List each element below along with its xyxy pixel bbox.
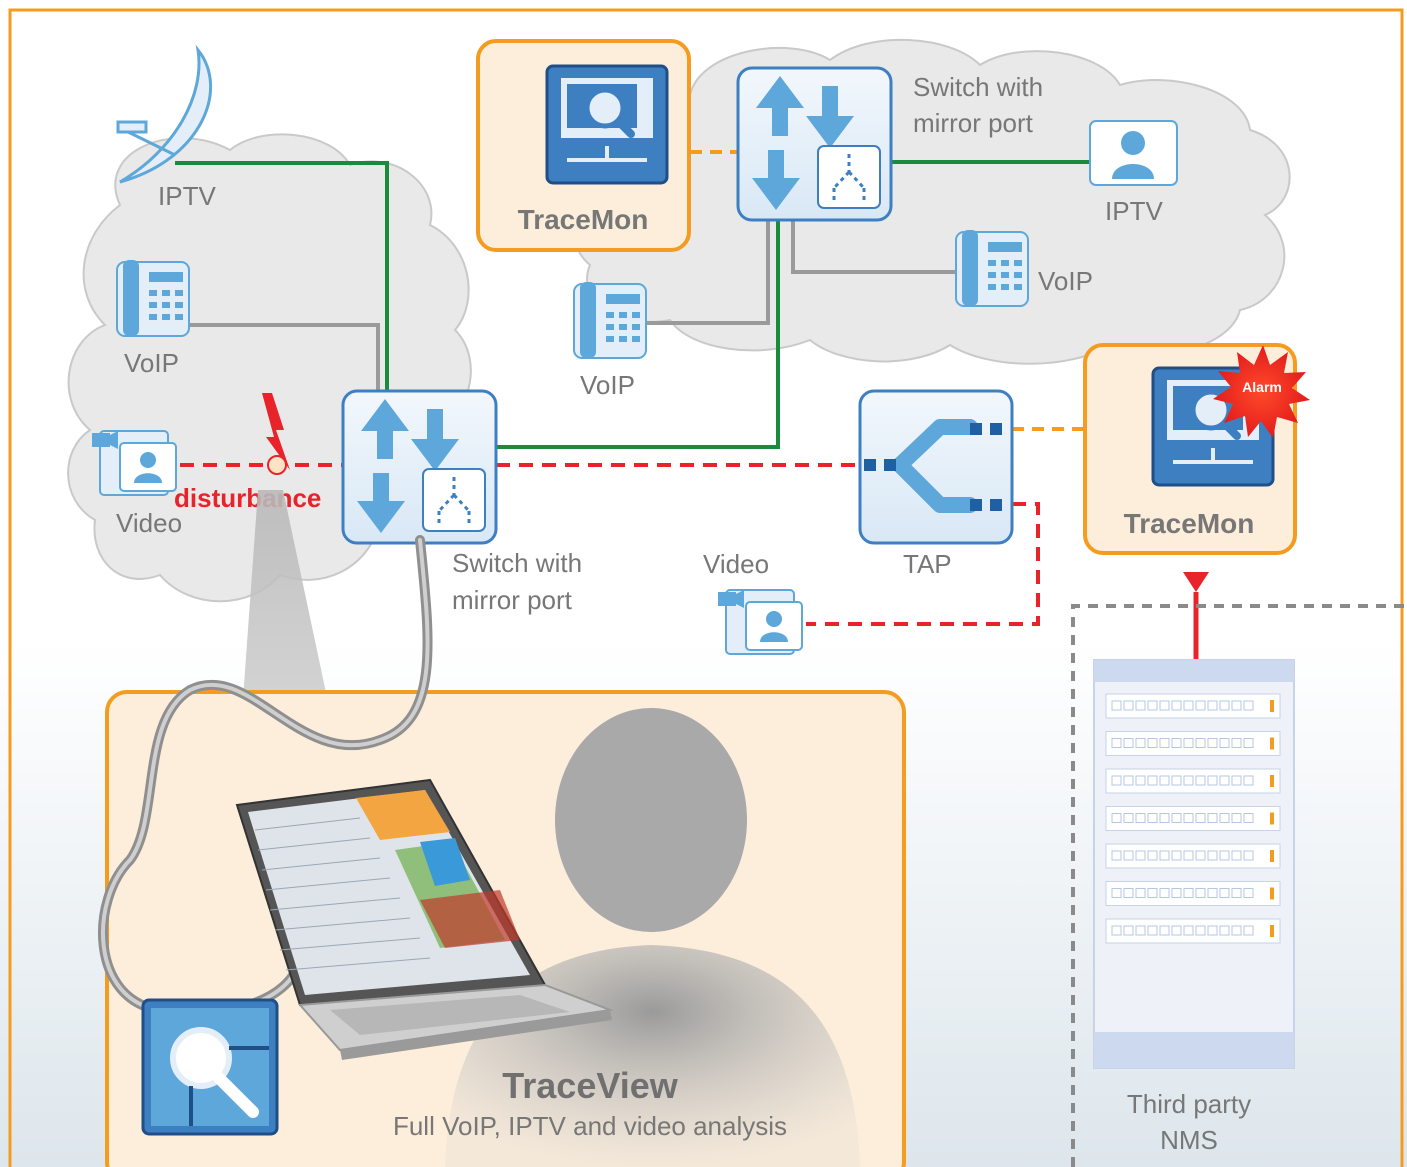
alarm-label: Alarm xyxy=(1242,379,1282,395)
switch-top-label-line2: mirror port xyxy=(913,108,1034,138)
server-rack-icon xyxy=(1093,659,1295,1069)
tap-label: TAP xyxy=(903,549,952,579)
tap-device xyxy=(858,389,1014,545)
desk-phone-icon xyxy=(573,282,647,359)
disturbance-point xyxy=(267,455,287,475)
link-tap-video xyxy=(806,502,1040,626)
switch-top xyxy=(736,66,893,222)
link-voip-mid xyxy=(646,220,770,325)
tracemon-top-box: TraceMon xyxy=(476,39,691,252)
desk-phone-icon xyxy=(955,230,1029,307)
user-icon xyxy=(1089,120,1178,186)
tracemon-right-box: Alarm TraceMon xyxy=(1083,343,1310,555)
switch-main-label-line2: mirror port xyxy=(452,585,573,615)
lightning-icon xyxy=(262,393,290,470)
video-camera-icon xyxy=(92,430,177,496)
link-iptv-left xyxy=(175,161,389,392)
laptop-icon xyxy=(235,778,614,1060)
desk-phone-icon xyxy=(116,260,190,337)
voip-mid-label: VoIP xyxy=(580,370,635,400)
video-camera-icon xyxy=(718,589,803,655)
rack-unit xyxy=(1105,768,1281,794)
nms-label-line2: NMS xyxy=(1160,1125,1218,1155)
switch-main-label-line1: Switch with xyxy=(452,548,582,578)
iptv-right-label: IPTV xyxy=(1105,196,1163,226)
link-voip-right xyxy=(791,220,957,274)
switch-main xyxy=(341,389,498,545)
alarm-burst-icon xyxy=(1213,345,1310,438)
switch-top-label-line1: Switch with xyxy=(913,72,1043,102)
voip-left-label: VoIP xyxy=(124,348,179,378)
switch-arrows-icon xyxy=(752,76,854,210)
traceview-subtitle: Full VoIP, IPTV and video analysis xyxy=(393,1111,787,1141)
tracemon-right-label: TraceMon xyxy=(1124,508,1255,539)
tracemon-top-label: TraceMon xyxy=(518,204,649,235)
nms-boundary xyxy=(1071,604,1407,1167)
voip-right-label: VoIP xyxy=(1038,266,1093,296)
alarm-arrow-icon xyxy=(1183,572,1209,592)
traceview-title: TraceView xyxy=(502,1065,678,1106)
switch-arrows-icon xyxy=(357,399,459,533)
satellite-dish-icon xyxy=(116,44,213,184)
rack-unit xyxy=(1105,693,1281,719)
links xyxy=(175,150,1209,660)
iptv-left-label: IPTV xyxy=(158,181,216,211)
link-switch-to-switch xyxy=(496,220,780,449)
disturbance-label: disturbance xyxy=(174,483,321,513)
outer-frame xyxy=(8,8,1404,1167)
link-voip-left xyxy=(188,323,380,392)
video-mid-label: Video xyxy=(703,549,769,579)
video-left-label: Video xyxy=(116,508,182,538)
monitor-magnifier-icon xyxy=(545,64,669,185)
nms-label-line1: Third party xyxy=(1127,1089,1251,1119)
monitor-magnifier-icon xyxy=(141,998,279,1136)
